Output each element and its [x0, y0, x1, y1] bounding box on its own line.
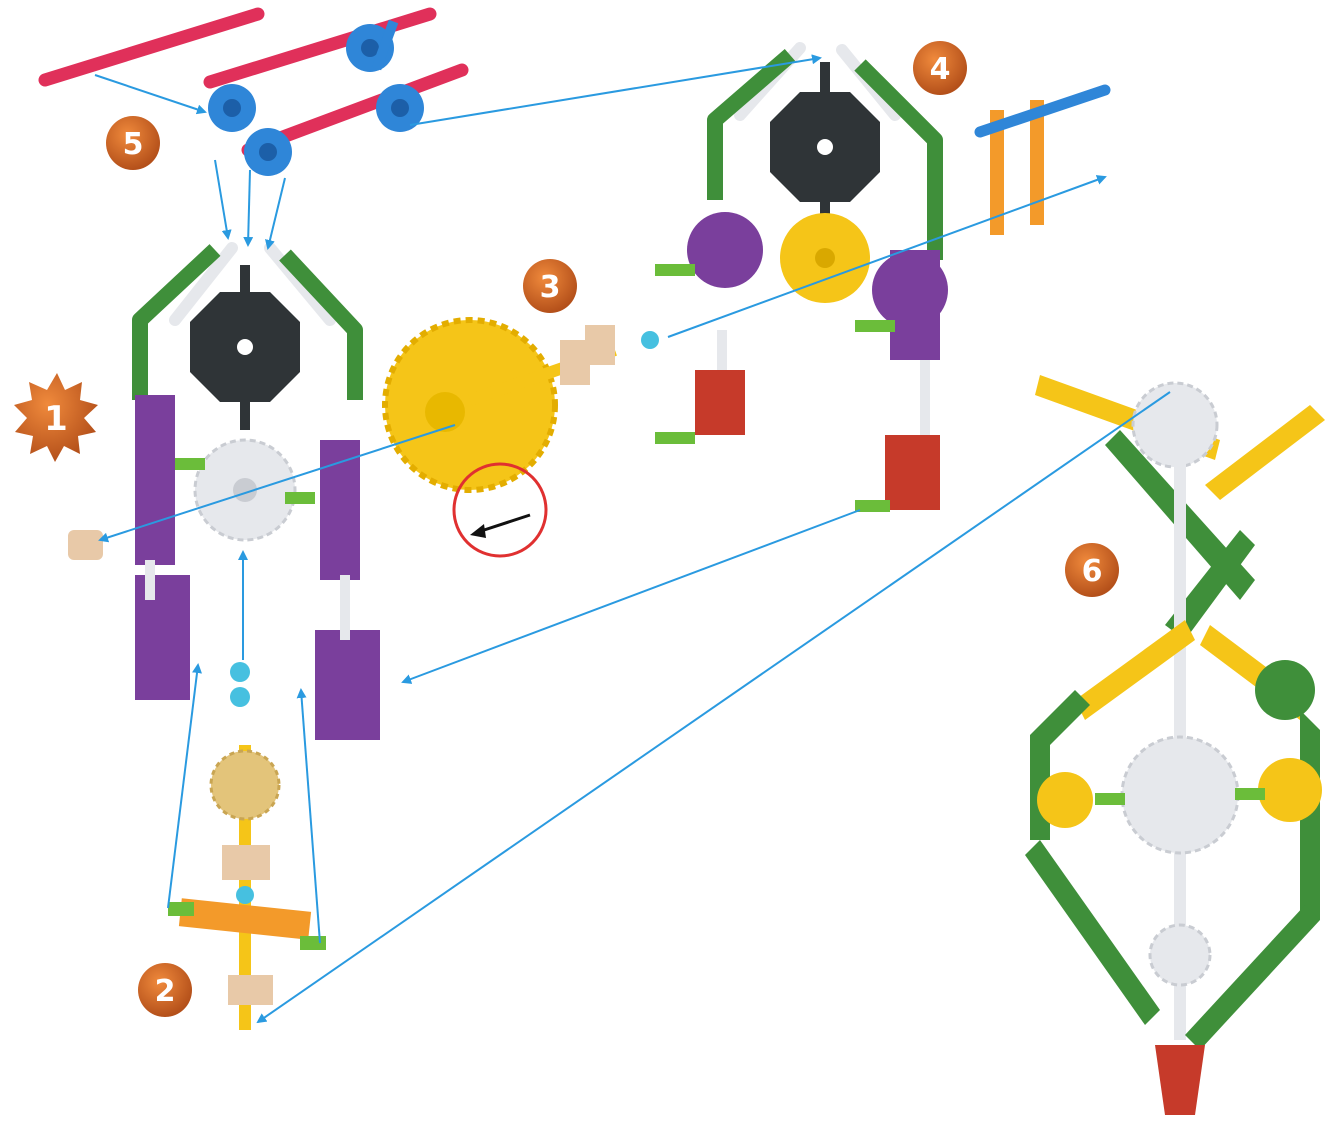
blue-spacer	[641, 331, 659, 349]
large-yellow-gear-hub	[425, 392, 465, 432]
yellow-rod	[1205, 405, 1325, 500]
step1-frame	[135, 248, 380, 740]
purple-gear	[687, 212, 763, 288]
purple-plate	[135, 575, 190, 700]
yellow-gear-center	[815, 248, 835, 268]
blue-spacer	[236, 886, 254, 904]
white-gear	[1150, 925, 1210, 985]
green-connector	[285, 492, 315, 504]
green-connector	[1095, 793, 1125, 805]
hub-center	[237, 339, 253, 355]
yellow-gear	[1037, 772, 1093, 828]
arrow	[95, 75, 205, 112]
callout-arrow	[478, 515, 530, 532]
step-badge-1: 1	[14, 373, 98, 462]
green-connector	[655, 264, 695, 276]
step-number-2: 2	[155, 974, 176, 1009]
white-gear	[1133, 383, 1217, 467]
green-connector	[855, 320, 895, 332]
step-number-3: 3	[540, 270, 561, 305]
yellow-gear	[1258, 758, 1322, 822]
blue-spacer	[230, 687, 250, 707]
large-yellow-gear	[385, 320, 555, 490]
red-corner-connector	[695, 370, 745, 435]
step4-frame	[655, 48, 1105, 512]
step3-assembly	[385, 320, 659, 556]
arrow	[258, 392, 1170, 1022]
step2-assembly	[68, 530, 326, 1030]
green-connector	[655, 432, 695, 444]
step-number-1: 1	[44, 399, 68, 439]
red-corner-connector	[1155, 1045, 1205, 1115]
step-number-6: 6	[1082, 554, 1103, 589]
tan-crank	[585, 325, 615, 365]
tan-crank	[228, 975, 273, 1005]
arrow	[168, 665, 198, 908]
arrow	[215, 160, 228, 238]
purple-plate	[315, 630, 380, 740]
green-connector	[855, 500, 890, 512]
purple-plate	[135, 395, 175, 565]
blue-spacer	[230, 662, 250, 682]
purple-plate	[890, 250, 940, 360]
green-connector	[300, 936, 326, 950]
green-rod	[1185, 905, 1320, 1050]
tan-crank	[222, 845, 270, 880]
red-corner-connector	[885, 435, 940, 510]
callout-arrow-head	[470, 524, 486, 538]
hub-center	[817, 139, 833, 155]
white-gear	[1122, 737, 1238, 853]
tan-gear	[211, 751, 279, 819]
green-rod	[1025, 840, 1160, 1025]
step-badge-6: 6	[1065, 543, 1119, 597]
green-connector	[168, 902, 194, 916]
step-badge-5: 5	[106, 116, 160, 170]
tan-clip	[68, 530, 103, 560]
blue-connector	[244, 128, 292, 176]
step-number-4: 4	[930, 52, 951, 87]
step-badge-4: 4	[913, 41, 967, 95]
step-badge-2: 2	[138, 963, 192, 1017]
step-number-5: 5	[123, 127, 144, 162]
purple-plate	[320, 440, 360, 580]
arrow	[268, 178, 285, 248]
blue-connector	[208, 84, 256, 132]
green-connector	[1235, 788, 1265, 800]
red-rod	[45, 14, 258, 80]
arrow	[403, 510, 860, 682]
step-badge-3: 3	[523, 259, 577, 313]
green-connector	[175, 458, 205, 470]
green-connector-hub	[1255, 660, 1315, 720]
arrow	[248, 170, 250, 245]
step6-assembly	[1025, 375, 1325, 1115]
